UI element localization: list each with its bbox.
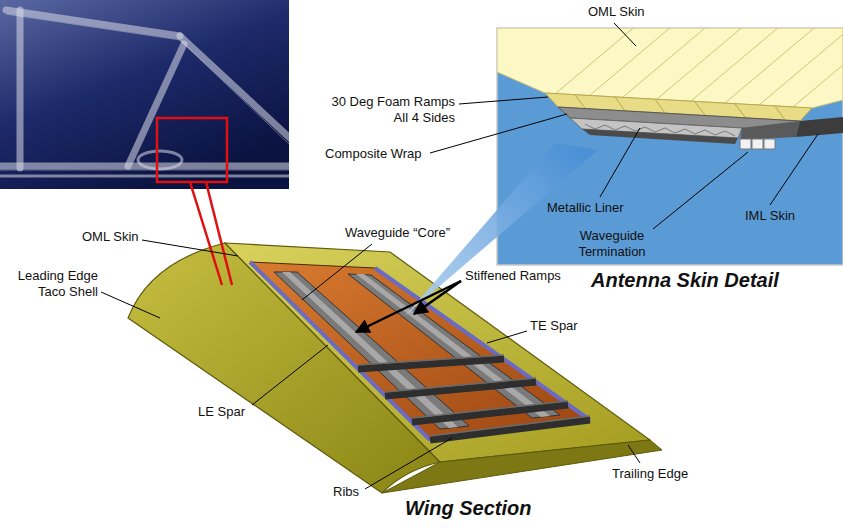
te-spar bbox=[375, 268, 590, 420]
zoom-box bbox=[157, 118, 227, 182]
termination-block bbox=[752, 139, 763, 149]
foam-ramp-line bbox=[691, 28, 786, 101]
part-label: OML Skin bbox=[588, 4, 645, 20]
leader-line bbox=[252, 345, 328, 405]
part-label: LE Spar bbox=[198, 404, 245, 420]
rib bbox=[385, 382, 536, 396]
leader-line bbox=[302, 244, 372, 300]
part-label: Trailing Edge bbox=[612, 466, 688, 482]
rib bbox=[430, 420, 590, 440]
part-label: Composite Wrap bbox=[325, 146, 422, 162]
airframe-edge bbox=[0, 170, 289, 171]
part-label: Stiffened Ramps bbox=[465, 268, 561, 284]
pointer-arrow bbox=[414, 281, 461, 314]
rib-edge bbox=[412, 401, 568, 418]
airframe-edge bbox=[6, 14, 180, 40]
rib bbox=[412, 405, 568, 422]
iml-skin-edge bbox=[740, 121, 800, 140]
ramp-tick bbox=[695, 102, 705, 115]
zoom-line bbox=[206, 182, 232, 285]
figure-title: Antenna Skin Detail bbox=[591, 268, 779, 292]
stiffened-ramp bbox=[274, 272, 469, 429]
zoom-line bbox=[190, 182, 222, 285]
foam-ramp-line bbox=[759, 28, 843, 105]
stiffened-ramp bbox=[348, 274, 560, 418]
part-label: OML Skin bbox=[82, 229, 139, 245]
oml-skin bbox=[225, 243, 650, 462]
part-label: TE Spar bbox=[530, 318, 578, 334]
airframe-wire bbox=[6, 10, 180, 36]
ramp-tick bbox=[775, 106, 785, 120]
termination-block bbox=[740, 139, 751, 149]
pointer-arrow bbox=[356, 281, 461, 332]
ramp-highlight bbox=[356, 274, 550, 417]
airframe-wire bbox=[17, 10, 24, 168]
leader-line bbox=[365, 438, 452, 489]
leader-line bbox=[653, 152, 748, 229]
leader-line bbox=[101, 292, 160, 318]
leader-line bbox=[614, 23, 636, 46]
leader-line bbox=[487, 331, 527, 343]
leader-line bbox=[459, 97, 548, 104]
foam-ramp-line bbox=[623, 28, 718, 97]
rib-edge bbox=[358, 355, 504, 365]
part-label: Waveguide Termination bbox=[562, 228, 662, 259]
part-label: Ribs bbox=[333, 484, 359, 500]
airframe-edge bbox=[180, 40, 289, 144]
fuselage-wire bbox=[138, 151, 182, 169]
leader-line bbox=[142, 240, 238, 256]
part-label: Metallic Liner bbox=[547, 200, 624, 216]
part-label: 30 Deg Foam Ramps All 4 Sides bbox=[325, 94, 455, 125]
waveguide-underside bbox=[582, 129, 738, 144]
part-label: Leading Edge Taco Shell bbox=[3, 268, 98, 299]
waveguide-core bbox=[250, 262, 590, 440]
iml-skin bbox=[796, 117, 843, 137]
part-label: IML Skin bbox=[745, 208, 795, 224]
termination-block bbox=[764, 139, 775, 149]
leader-line bbox=[628, 445, 640, 463]
leader-line bbox=[600, 128, 640, 197]
ramp-tick bbox=[735, 104, 745, 117]
rib-edge bbox=[430, 416, 590, 436]
detail-panel bbox=[497, 28, 843, 265]
figure-title: Wing Section bbox=[405, 496, 531, 520]
ramp-tick bbox=[575, 95, 585, 108]
ramp-tick bbox=[615, 97, 625, 111]
leader-line bbox=[770, 134, 818, 205]
rib-edge bbox=[385, 378, 536, 392]
ramp-tick bbox=[655, 99, 665, 113]
foam-ramp-line bbox=[657, 28, 752, 99]
airframe-wire bbox=[180, 36, 289, 140]
foam-ramp-line bbox=[793, 28, 843, 107]
airframe-wire bbox=[0, 175, 289, 178]
part-label: Waveguide “Core” bbox=[345, 225, 450, 241]
